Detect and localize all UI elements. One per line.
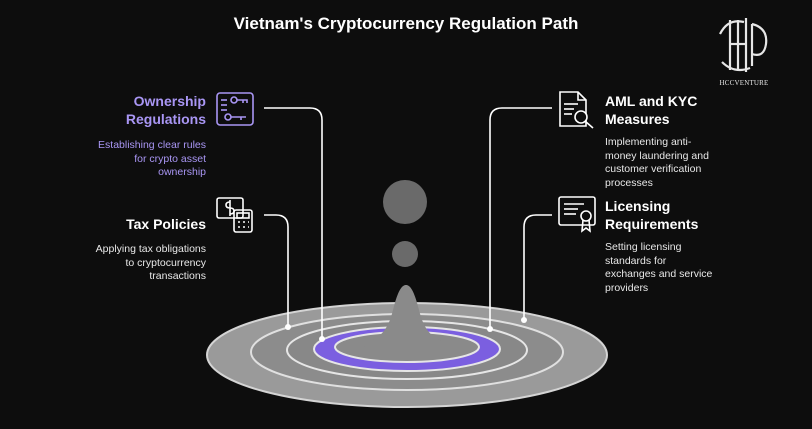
peak bbox=[354, 285, 458, 350]
connector-licensing bbox=[523, 214, 552, 319]
licensing-desc-line: Setting licensing bbox=[605, 241, 682, 253]
aml-desc-line: Implementing anti- bbox=[605, 136, 692, 148]
aml-description: Implementing anti- money laundering and … bbox=[605, 136, 755, 190]
aml-desc-line: customer verification bbox=[605, 163, 702, 175]
ownership-desc-line: for crypto asset bbox=[134, 152, 206, 165]
connector-dot-tax bbox=[285, 324, 291, 330]
licensing-desc-line: providers bbox=[605, 281, 649, 294]
money-calculator-icon bbox=[216, 197, 253, 233]
key-document-icon bbox=[216, 92, 254, 126]
licensing-heading-line1: Licensing bbox=[605, 198, 671, 214]
tax-heading: Tax Policies bbox=[126, 216, 206, 232]
ownership-heading-line1: Ownership bbox=[133, 93, 206, 109]
aml-desc-line: processes bbox=[605, 176, 653, 189]
aml-heading: AML and KYC Measures bbox=[605, 92, 755, 128]
connector-tax bbox=[264, 214, 289, 326]
licensing-heading-line2: Requirements bbox=[605, 216, 699, 232]
licensing-description: Setting licensing standards for exchange… bbox=[605, 241, 755, 295]
licensing-desc-line: exchanges and service bbox=[605, 268, 713, 280]
aml-desc-line: money laundering and bbox=[605, 149, 709, 162]
connector-dot-aml bbox=[487, 326, 493, 332]
diagram-title: Vietnam's Cryptocurrency Regulation Path bbox=[233, 14, 579, 33]
licensing-desc-line: standards for bbox=[605, 254, 667, 267]
document-search-icon bbox=[559, 91, 594, 129]
certificate-icon bbox=[558, 196, 596, 233]
licensing-heading: Licensing Requirements bbox=[605, 197, 755, 233]
tax-desc-line: transactions bbox=[149, 270, 206, 282]
hccventure-logo bbox=[719, 18, 768, 72]
ownership-desc-line: ownership bbox=[158, 166, 206, 178]
small-sphere bbox=[392, 241, 418, 267]
tax-desc-line: Applying tax obligations bbox=[95, 243, 206, 255]
ownership-desc-line: Establishing clear rules bbox=[98, 139, 206, 151]
aml-heading-line1: AML and KYC bbox=[605, 93, 698, 109]
tax-desc-line: to cryptocurrency bbox=[125, 256, 206, 269]
connector-ownership bbox=[264, 107, 323, 338]
logo-wordmark: HCCVENTURE bbox=[719, 79, 769, 87]
tax-description: Applying tax obligations to cryptocurren… bbox=[66, 243, 206, 284]
ownership-description: Establishing clear rules for crypto asse… bbox=[66, 139, 206, 180]
connector-aml bbox=[489, 107, 552, 328]
ownership-heading-line2: Regulations bbox=[125, 111, 206, 127]
connector-dot-licensing bbox=[521, 317, 527, 323]
connector-dot-ownership bbox=[319, 336, 325, 342]
aml-heading-line2: Measures bbox=[605, 111, 670, 127]
large-sphere bbox=[383, 180, 427, 224]
ownership-heading: Ownership Regulations bbox=[80, 92, 206, 128]
